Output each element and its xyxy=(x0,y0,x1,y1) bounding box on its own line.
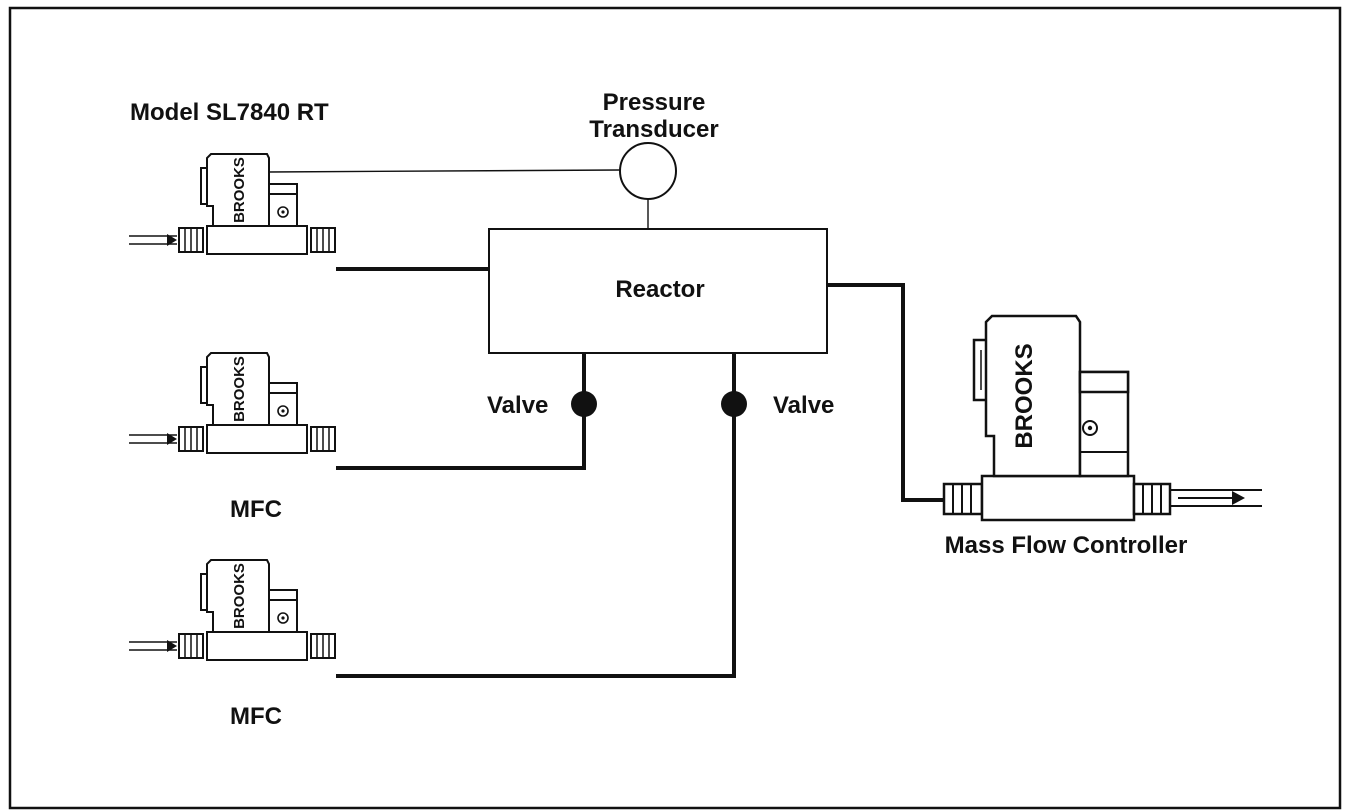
pressure-transducer xyxy=(619,142,677,200)
mass-flow-controller-label: Mass Flow Controller xyxy=(945,532,1188,559)
mfc-2-brand: BROOKS xyxy=(231,356,248,422)
mfc-3-brand: BROOKS xyxy=(231,563,248,629)
valve-left xyxy=(571,391,597,417)
mfc-2: BROOKS xyxy=(128,352,336,454)
mfc-1: BROOKS xyxy=(128,153,336,255)
mfc-3: BROOKS xyxy=(128,559,336,661)
model-title: Model SL7840 RT xyxy=(130,99,329,126)
mfc-1-brand: BROOKS xyxy=(231,157,248,223)
signal-line xyxy=(267,169,621,173)
mfc-label-2: MFC xyxy=(230,703,282,730)
reactor-label: Reactor xyxy=(615,276,704,303)
reactor xyxy=(488,228,828,354)
mass-flow-controller: BROOKS xyxy=(942,314,1262,522)
pressure-transducer-label-line1: Pressure xyxy=(603,89,706,116)
pressure-transducer-label-line2: Transducer xyxy=(589,116,718,143)
mfc-label-1: MFC xyxy=(230,496,282,523)
valve-right-label: Valve xyxy=(773,392,834,419)
diagram-border xyxy=(8,6,1342,810)
valve-left-label: Valve xyxy=(487,392,548,419)
mass-flow-controller-brand: BROOKS xyxy=(1011,343,1038,448)
valve-right xyxy=(721,391,747,417)
